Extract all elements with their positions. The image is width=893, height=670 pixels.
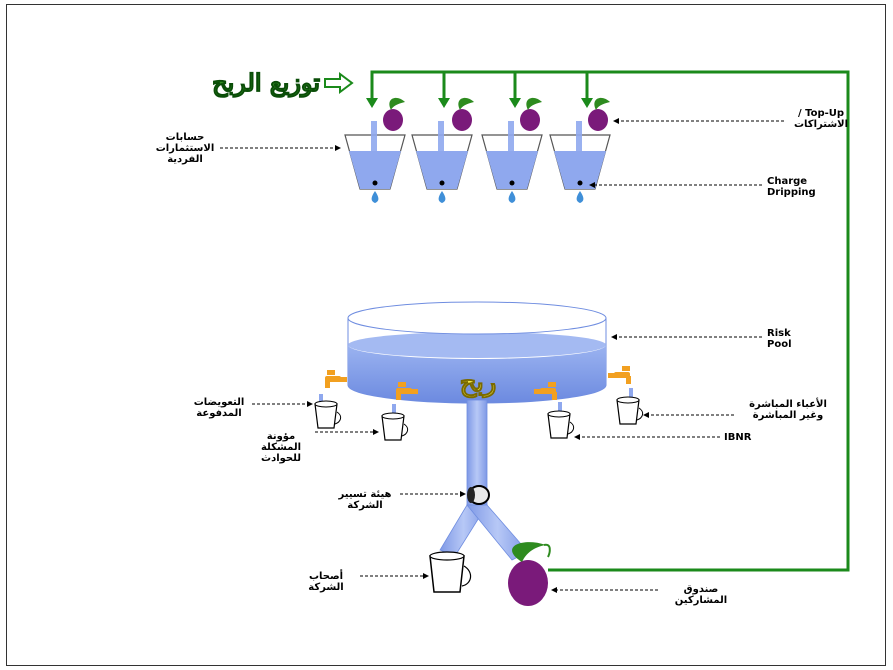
small-fruits — [383, 98, 610, 131]
bucket-icon — [315, 394, 341, 428]
label-risk-pool: Risk Pool — [767, 328, 807, 350]
valve-icon — [467, 486, 489, 504]
label-shareholders: أصحاب الشركة — [290, 571, 362, 593]
bucket-icon — [382, 404, 408, 440]
investment-cup — [482, 121, 542, 203]
outlet-pipe — [440, 400, 528, 560]
bucket-icon — [617, 388, 643, 424]
fruit-icon — [520, 98, 542, 131]
fruit-icon — [383, 98, 405, 131]
investment-cup — [412, 121, 472, 203]
pool-word-text: ربح — [460, 368, 497, 398]
fruit-icon — [452, 98, 474, 131]
label-individual-accounts: حسابات الاستثمارات الفردية — [150, 132, 220, 165]
title-arrow-icon — [325, 74, 352, 92]
label-management-body: هيئة تسيير الشركة — [330, 489, 400, 511]
label-direct-indirect-costs: الأعباء المباشرة وغير المباشرة — [738, 399, 838, 421]
label-claims-paid: التعويضات المدفوعة — [188, 397, 250, 419]
tap-icon — [608, 366, 631, 384]
diagram-title: توزيع الربح — [152, 68, 320, 96]
label-charge-dripping: Charge Dripping — [767, 176, 827, 198]
label-topup: Top-Up /الاشتراكات — [786, 108, 856, 130]
pool-word: ربح — [428, 368, 528, 398]
investment-cup — [345, 121, 405, 203]
participants-fund-fruit-icon — [508, 542, 550, 606]
bucket-icon — [548, 402, 574, 438]
investment-cups — [345, 121, 610, 203]
fruit-icon — [588, 98, 610, 131]
title-text: توزيع الربح — [152, 68, 320, 97]
label-ibnr: IBNR — [724, 432, 764, 443]
investment-cup — [550, 121, 610, 203]
shareholders-bucket-icon — [430, 552, 471, 592]
label-claims-reserve: مؤونة المشكلة للحوادث — [246, 431, 316, 464]
label-participants-fund: صندوق المشاركين — [656, 584, 746, 606]
tap-icon — [325, 370, 347, 388]
